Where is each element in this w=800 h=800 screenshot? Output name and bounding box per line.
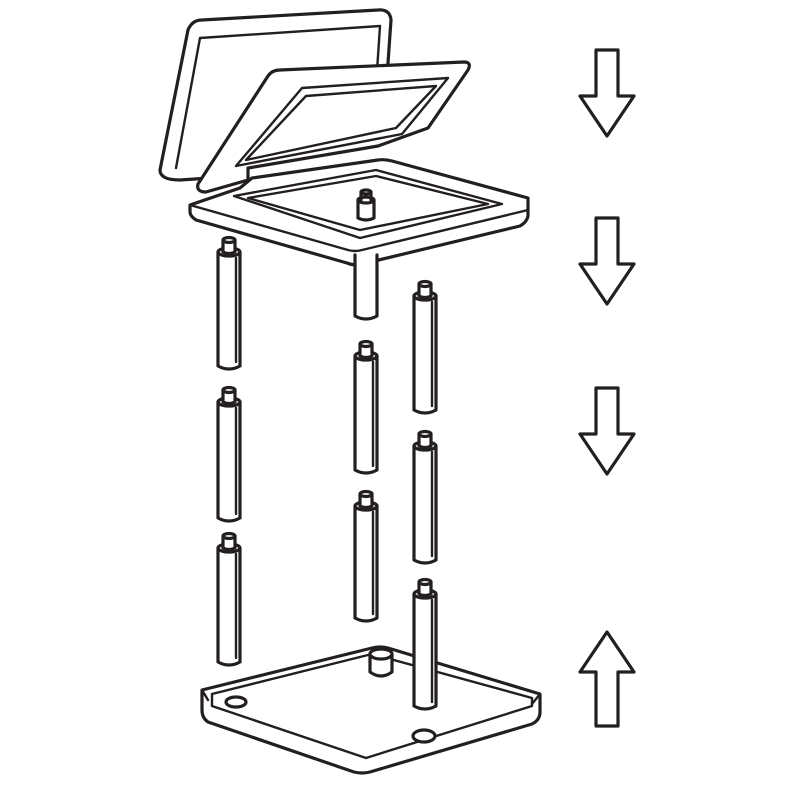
arrow-down-icon (578, 48, 636, 138)
leg (353, 188, 379, 321)
base-socket (411, 728, 437, 744)
arrow-down-icon (578, 216, 636, 306)
leg (216, 235, 242, 371)
leg (353, 489, 379, 623)
arrow-up-icon (578, 630, 636, 728)
leg (216, 385, 242, 523)
arrow-down-icon (578, 386, 636, 476)
top-lid-inner (196, 60, 471, 194)
leg (353, 339, 379, 475)
base-socket (368, 647, 394, 678)
leg (412, 577, 438, 711)
base-tray (200, 645, 542, 775)
leg (412, 279, 438, 415)
leg (412, 429, 438, 565)
base-socket (224, 695, 248, 709)
leg (216, 531, 242, 667)
